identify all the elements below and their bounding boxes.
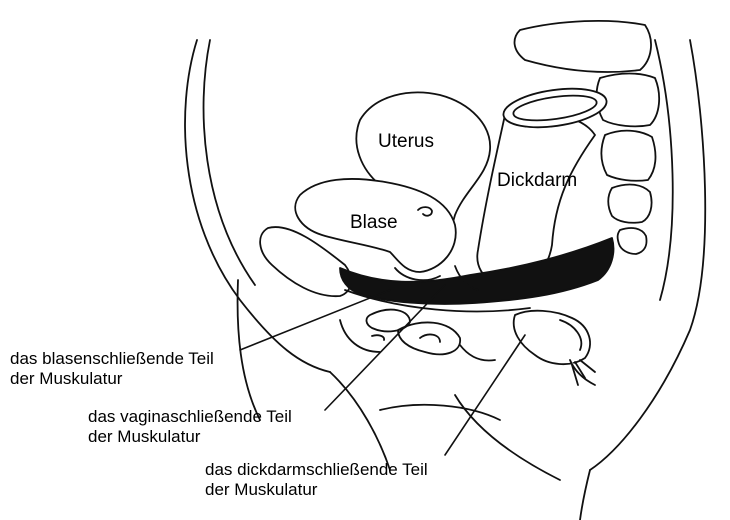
- label-uterus: Uterus: [378, 132, 434, 152]
- label-darm-muscle-line1: das dickdarmschließende Teil: [205, 460, 428, 480]
- label-vagina-muscle-line1: das vaginaschließende Teil: [88, 407, 292, 427]
- leader-blasen: [240, 290, 390, 350]
- leader-vagina: [325, 285, 445, 410]
- label-dickdarm: Dickdarm: [497, 171, 577, 191]
- label-blasen-muscle-line1: das blasenschließende Teil: [10, 349, 214, 369]
- label-blase: Blase: [350, 213, 398, 233]
- perineum-structures: [340, 310, 495, 361]
- label-darm-muscle-line2: der Muskulatur: [205, 480, 317, 500]
- label-blasen-muscle-line2: der Muskulatur: [10, 369, 122, 389]
- leader-darm: [445, 335, 525, 455]
- label-vagina-muscle-line2: der Muskulatur: [88, 427, 200, 447]
- anal-sphincter: [514, 311, 595, 385]
